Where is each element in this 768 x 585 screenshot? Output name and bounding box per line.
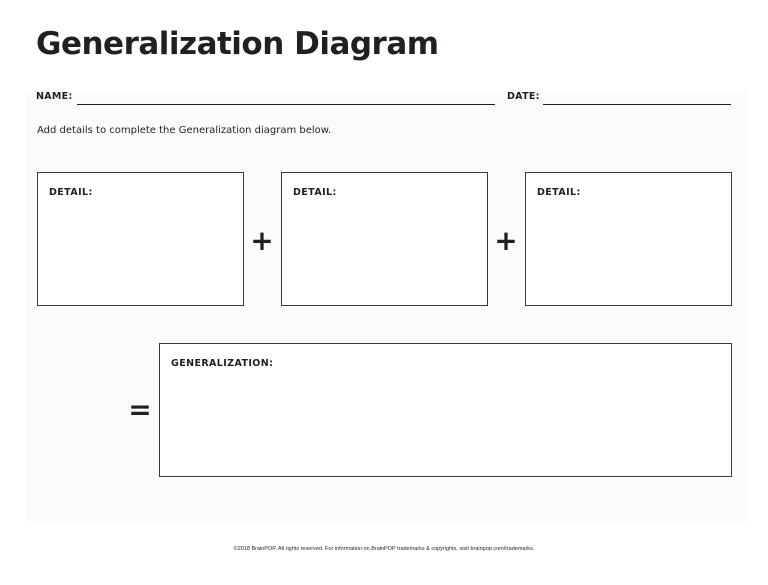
detail-label-3: DETAIL: — [537, 187, 581, 198]
date-label: DATE: — [507, 91, 540, 102]
detail-label-2: DETAIL: — [293, 187, 337, 198]
generalization-label: GENERALIZATION: — [171, 358, 274, 369]
detail-box-2[interactable]: DETAIL: — [281, 172, 488, 306]
generalization-box[interactable]: GENERALIZATION: — [159, 343, 732, 477]
page-title: Generalization Diagram — [36, 26, 439, 62]
detail-box-1[interactable]: DETAIL: — [37, 172, 244, 306]
equals-sign: = — [128, 393, 152, 426]
instructions-text: Add details to complete the Generalizati… — [37, 125, 332, 136]
name-label: NAME: — [36, 91, 73, 102]
name-field[interactable] — [77, 104, 495, 105]
copyright-footer: ©2018 BrainPOP. All rights reserved. For… — [233, 546, 535, 552]
plus-sign-2: + — [494, 224, 518, 257]
date-field[interactable] — [543, 104, 731, 105]
plus-sign-1: + — [250, 224, 274, 257]
detail-label-1: DETAIL: — [49, 187, 93, 198]
detail-box-3[interactable]: DETAIL: — [525, 172, 732, 306]
